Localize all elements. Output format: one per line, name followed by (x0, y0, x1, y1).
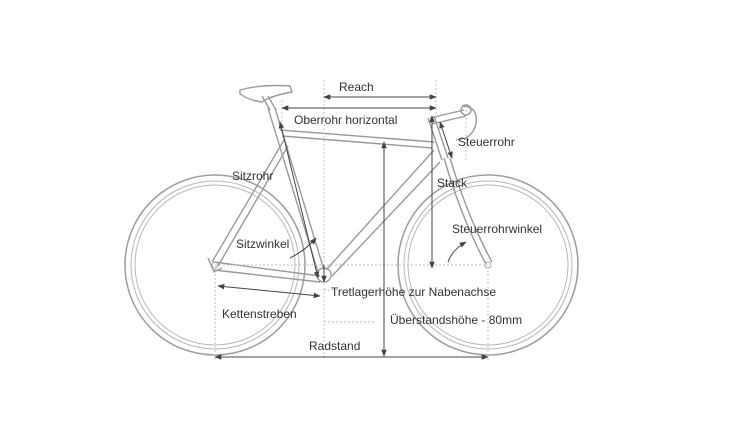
head-tube-arrow (439, 121, 453, 159)
chainstay-arrow (217, 283, 321, 299)
label-standover: Überstandshöhe - 80mm (390, 313, 522, 327)
label-top-tube-horizontal: Oberrohr horizontal (294, 113, 397, 127)
dimension-lines (214, 94, 489, 360)
head-angle-arc (447, 241, 467, 263)
label-bb-drop: Tretlagerhöhe zur Nabenachse (331, 285, 496, 299)
saddle (239, 84, 293, 111)
seat-tube-arrow (278, 121, 320, 279)
label-seat-tube: Sitzrohr (232, 169, 273, 183)
seat-angle-arc (289, 237, 317, 259)
label-chainstays: Kettenstreben (222, 307, 297, 321)
label-seat-angle: Sitzwinkel (236, 237, 289, 251)
label-wheelbase: Radstand (309, 339, 360, 353)
label-reach: Reach (339, 80, 374, 94)
label-head-tube: Steuerrohr (458, 135, 515, 149)
label-head-tube-angle: Steuerrohrwinkel (452, 222, 542, 236)
label-stack: Stack (437, 176, 468, 190)
